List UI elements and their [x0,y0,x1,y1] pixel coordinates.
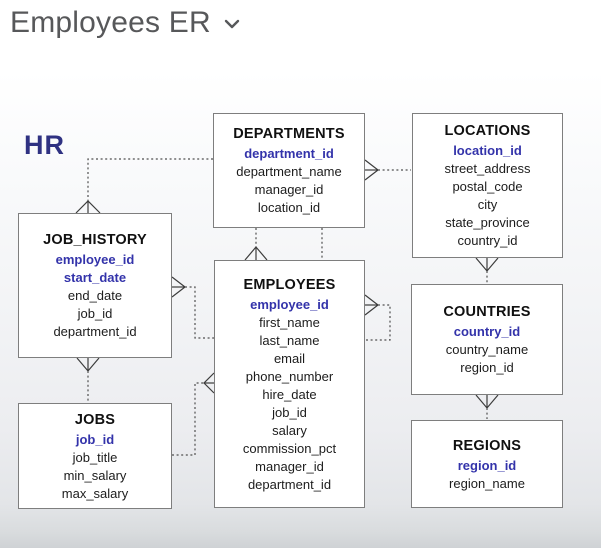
schema-label: HR [24,130,65,160]
primary-key-field: country_id [453,324,521,339]
connector-employees-self [364,294,391,341]
table-countries[interactable]: COUNTRIES country_id country_name region_i… [411,284,563,395]
field: department_id [247,476,332,492]
field: state_province [445,215,530,230]
field: phone_number [245,368,334,384]
field: manager_id [255,458,324,474]
connector-countries-regions [475,394,499,419]
field: department_name [236,164,342,179]
table-regions[interactable]: REGIONS region_id region_name [411,420,563,508]
table-title: DEPARTMENTS [233,126,345,142]
field: job_title [72,449,118,465]
connector-job-history-employees [171,276,214,339]
field: country_name [445,342,529,357]
primary-key-field: job_id [75,431,115,447]
primary-key-field: employee_id [55,252,135,267]
table-title: JOBS [74,411,116,428]
field: salary [272,422,307,438]
field: region_id [460,360,514,375]
page-title: Employees ER [10,6,211,39]
table-jobs[interactable]: JOBS job_id job_title min_salary max_salary [18,403,172,509]
field: max_salary [61,485,129,501]
connector-job-history-jobs [76,357,100,402]
primary-key-field: employee_id [250,296,329,312]
table-title: JOB_HISTORY [43,232,147,248]
table-departments[interactable]: DEPARTMENTS department_id department_name… [213,113,365,228]
table-title: LOCATIONS [444,123,531,139]
field: country_id [457,233,518,248]
table-title: EMPLOYEES [243,276,336,293]
table-title: COUNTRIES [443,304,531,320]
field: street_address [444,161,531,176]
connector-locations-countries [475,257,499,283]
connector-jobs-employees [172,372,215,456]
table-title: REGIONS [452,437,522,454]
field: email [273,350,306,366]
table-job-history[interactable]: JOB_HISTORY employee_id start_date end_dat… [18,213,172,358]
chevron-down-icon[interactable] [223,17,241,36]
field: job_id [272,404,307,420]
primary-key-field: location_id [453,143,522,158]
connector-departments-job-history [75,158,213,214]
field: postal_code [452,179,523,194]
field: commission_pct [242,440,337,456]
field: department_id [53,324,137,339]
field: job_id [77,306,113,321]
connector-departments-locations [364,159,411,181]
field: city [477,197,498,212]
field: first_name [259,314,320,330]
field: min_salary [63,467,127,483]
primary-key-field: department_id [244,146,334,161]
field: last_name [259,332,320,348]
field: region_name [449,475,525,491]
field: manager_id [254,182,324,197]
diagram-title-dropdown[interactable]: Employees ER [10,6,241,40]
field: end_date [67,288,123,303]
field: location_id [257,200,321,215]
primary-key-field: start_date [63,270,127,285]
table-employees[interactable]: EMPLOYEES employee_id first_name last_name… [214,260,365,508]
primary-key-field: region_id [457,457,517,473]
connector-departments-employees [244,228,268,261]
field: hire_date [262,386,317,402]
